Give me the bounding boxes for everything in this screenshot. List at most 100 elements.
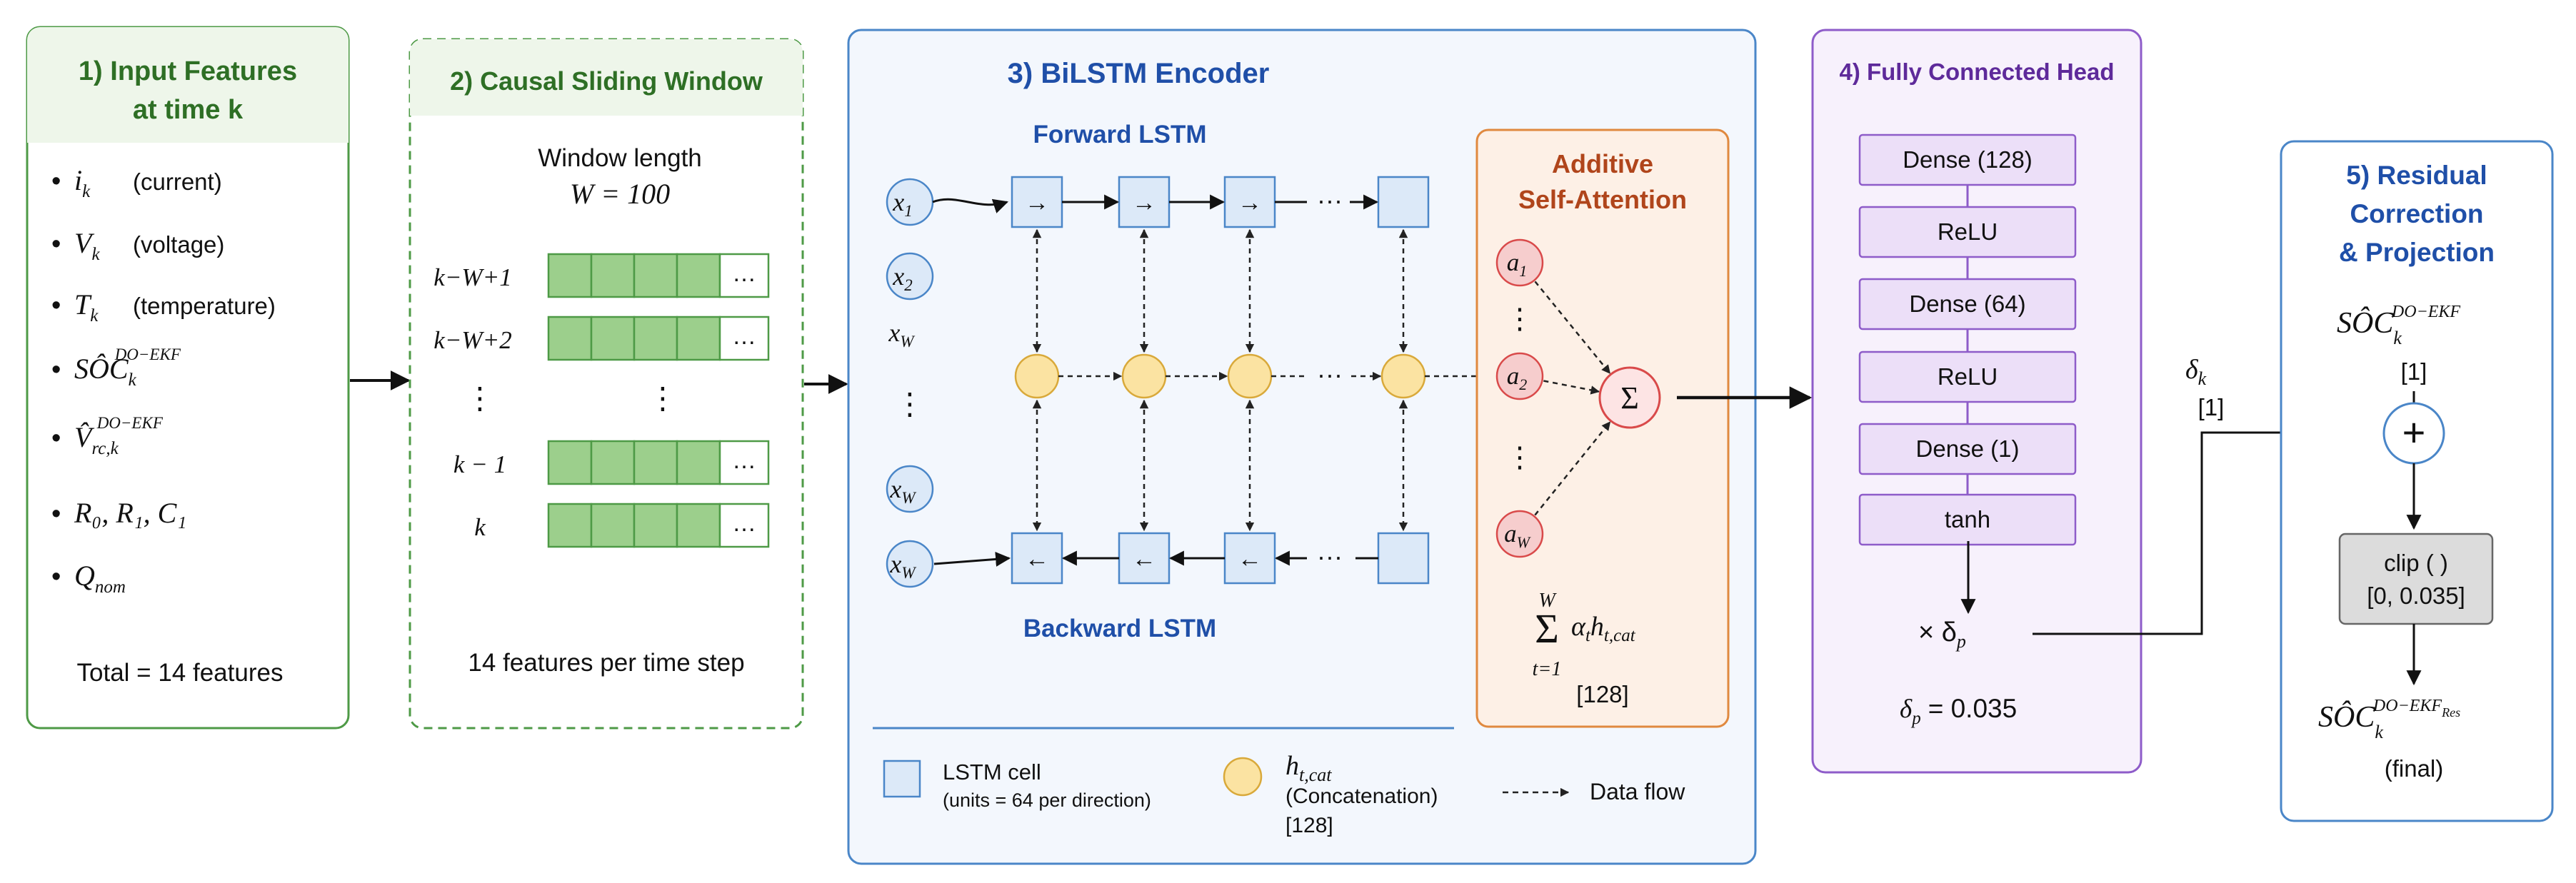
hcat-node — [1121, 353, 1167, 399]
forward-cell-arrow: → — [1238, 189, 1262, 216]
attention-title-line1: Additive — [1552, 149, 1653, 178]
input-node — [886, 465, 934, 513]
panel2-title: 2) Causal Sliding Window — [450, 66, 763, 96]
attention-vdots-top: ⋮ — [1505, 303, 1534, 335]
window-cell — [633, 503, 678, 548]
input-vdots: ⋮ — [895, 387, 925, 420]
fc-layer-label: ReLU — [1938, 363, 1998, 390]
backward-lstm-cell — [1223, 532, 1276, 585]
panel1-total: Total = 14 features — [77, 659, 284, 687]
feature-item: V̂rc,kDO−EKF — [74, 414, 164, 458]
window-cell — [590, 440, 636, 485]
attention-dim: [128] — [1576, 681, 1628, 707]
scale-label: × δp — [1918, 617, 1966, 652]
feature-item: R₀, R₁, C₁ — [74, 497, 186, 529]
forward-cell-arrow: → — [1025, 189, 1049, 216]
clip-label: clip ( ) — [2384, 550, 2448, 576]
feature-item: Vk — [74, 227, 100, 264]
attention-node — [1495, 238, 1544, 287]
feature-bullet: • — [51, 499, 61, 529]
panel5-title-line3: & Projection — [2339, 238, 2495, 267]
input-node-label: xW — [889, 475, 916, 507]
window-footer: 14 features per time step — [468, 649, 744, 677]
backward-cell-arrow: ← — [1238, 545, 1262, 572]
fc-layer-label: Dense (128) — [1903, 146, 2033, 173]
svg-text:W: W — [1538, 590, 1557, 612]
backward-lstm-label: Backward LSTM — [1023, 615, 1216, 642]
feature-bullet: • — [51, 166, 61, 196]
attention-node-label: a2 — [1507, 362, 1528, 393]
window-cell — [633, 440, 678, 485]
window-cell — [633, 316, 678, 361]
window-cols-vdots: ⋮ — [648, 381, 678, 415]
window-length-label: Window length — [538, 144, 702, 172]
legend-lstm-cell-sub: (units = 64 per direction) — [943, 789, 1151, 811]
final-label: (final) — [2385, 755, 2444, 782]
window-rows: k−W+1…k−W+2…k − 1…k…⋮⋮ — [433, 253, 770, 548]
legend-hcat-dim: [128] — [1286, 814, 1333, 837]
feature-bullet: • — [51, 355, 61, 385]
feature-desc: (voltage) — [133, 231, 224, 258]
window-cell — [676, 316, 721, 361]
attention-sum-symbol: Σ — [1620, 380, 1639, 415]
panel5-title-line1: 5) Residual — [2346, 161, 2487, 190]
window-cell-more — [718, 440, 770, 485]
window-cell — [676, 440, 721, 485]
forward-lstm-cell — [1377, 176, 1430, 228]
soc-ekf-input: SÔCkDO−EKF — [2337, 303, 2460, 348]
delta-k-label: δk — [2185, 355, 2207, 389]
attention-edge — [1534, 281, 1611, 374]
hcat-dots: ··· — [1317, 360, 1343, 389]
window-cell-more — [718, 316, 770, 361]
window-cell — [590, 503, 636, 548]
window-cell — [547, 503, 593, 548]
window-cell-dots: … — [732, 447, 756, 474]
feature-desc: (temperature) — [133, 293, 276, 319]
attention-node-label: aW — [1504, 520, 1531, 551]
feature-desc: (current) — [133, 168, 222, 195]
input-node-label: xW — [889, 550, 916, 582]
attention-node — [1495, 510, 1544, 558]
input-node — [886, 252, 934, 301]
input-node-label: x2 — [892, 262, 912, 294]
forward-lstm-cell — [1118, 176, 1171, 228]
panel5-title-line2: Correction — [2350, 199, 2483, 228]
panel4-title: 4) Fully Connected Head — [1839, 59, 2114, 85]
panel1-title-line2: at time k — [133, 95, 244, 125]
backward-cell-arrow: ← — [1132, 545, 1156, 572]
feature-item: ik — [74, 164, 91, 201]
attention-sum-formula: W Σ t=1 αtht,cat [128] — [1533, 590, 1636, 707]
window-cell-dots: … — [732, 323, 756, 350]
legend-hcat-desc: (Concatenation) — [1286, 784, 1438, 808]
plus-symbol: + — [2402, 410, 2426, 455]
feature-item: Tk — [74, 288, 99, 326]
window-cell — [590, 316, 636, 361]
forward-dots: ··· — [1317, 186, 1343, 215]
window-length-eq: W = 100 — [570, 178, 670, 210]
backward-lstm-cell — [1377, 532, 1430, 585]
legend-lstm-cell-label: LSTM cell — [943, 760, 1041, 784]
window-cell — [676, 503, 721, 548]
feature-item: Qnom — [74, 560, 126, 597]
panel1-title-line1: 1) Input Features — [79, 56, 297, 86]
panel-bilstm-encoder: 3) BiLSTM Encoder Forward LSTM Backward … — [847, 29, 1757, 865]
attention-vdots-bottom: ⋮ — [1505, 442, 1534, 473]
backward-cell-arrow: ← — [1025, 545, 1049, 572]
window-cell — [633, 253, 678, 298]
feature-bullet: • — [51, 423, 61, 453]
delta-k-dim: [1] — [2198, 394, 2225, 420]
fc-layer-label: Dense (1) — [1916, 435, 2020, 462]
clip-box — [2338, 533, 2494, 625]
legend-lstm-cell — [883, 760, 921, 798]
window-row-label: k − 1 — [453, 450, 506, 478]
svg-text:Σ: Σ — [1535, 605, 1559, 652]
hcat-node — [1380, 353, 1426, 399]
window-cell — [547, 253, 593, 298]
fc-layer-label: tanh — [1945, 506, 1990, 533]
delta-p-value: δp= 0.035 — [1900, 694, 2017, 728]
